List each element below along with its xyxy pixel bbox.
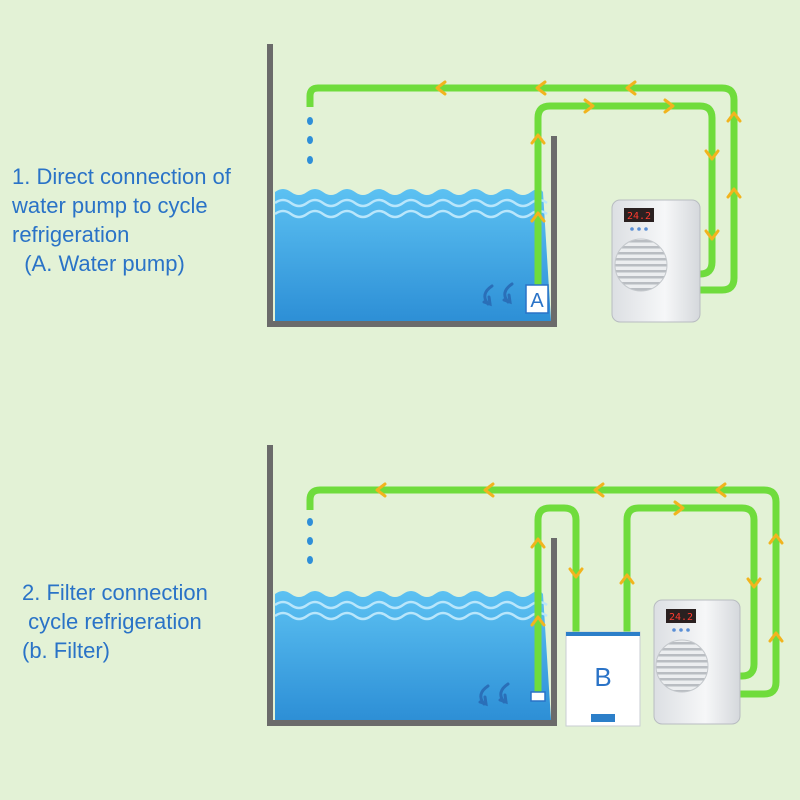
caption-line: cycle refrigeration xyxy=(22,609,202,634)
tank-wall-right xyxy=(551,136,557,327)
supply-pipe xyxy=(534,102,716,285)
caption-direct-connection: 1. Direct connection of water pump to cy… xyxy=(12,162,231,278)
scene-direct-connection: A 24.2 xyxy=(267,44,742,327)
return-pipe xyxy=(306,84,738,294)
caption-line: refrigeration xyxy=(12,222,130,247)
tank-water xyxy=(275,189,551,321)
vent-grille xyxy=(655,639,709,693)
caption-line: 2. Filter connection xyxy=(22,580,208,605)
water-pump xyxy=(525,284,549,314)
chiller-unit: 24.2 xyxy=(653,599,741,725)
caption-line: 1. Direct connection of xyxy=(12,164,231,189)
circulation-arrows-icon xyxy=(478,682,510,707)
tank-wall-bottom xyxy=(267,321,557,327)
scene-filter-connection: B 24.2 xyxy=(267,445,784,727)
caption-line: (b. Filter) xyxy=(22,638,110,663)
circulation-arrows-icon xyxy=(482,282,514,307)
vent-grille xyxy=(614,238,668,292)
water-drops-icon xyxy=(307,117,313,164)
filter-label: B xyxy=(594,662,611,692)
pump-label: A xyxy=(530,290,544,312)
water-pump xyxy=(530,691,546,702)
return-pipe xyxy=(306,486,780,698)
chiller-unit: 24.2 xyxy=(611,199,701,323)
chiller-readout: 24.2 xyxy=(669,612,693,623)
pump-to-filter-pipe xyxy=(534,504,580,695)
tank-wall-left xyxy=(267,44,273,326)
filter-unit: B xyxy=(565,631,641,727)
tank-wall-right xyxy=(551,538,557,726)
water-drops-icon xyxy=(307,518,313,564)
tank-water xyxy=(275,591,551,720)
chiller-display xyxy=(624,208,654,222)
caption-filter-connection: 2. Filter connection cycle refrigeration… xyxy=(22,578,208,665)
tank-wall-left xyxy=(267,445,273,726)
caption-line: (A. Water pump) xyxy=(12,251,185,276)
tank-wall-bottom xyxy=(267,720,557,726)
caption-line: water pump to cycle xyxy=(12,193,208,218)
chiller-display xyxy=(666,609,696,623)
filter-to-chiller-pipe xyxy=(623,504,758,680)
chiller-readout: 24.2 xyxy=(627,211,651,222)
